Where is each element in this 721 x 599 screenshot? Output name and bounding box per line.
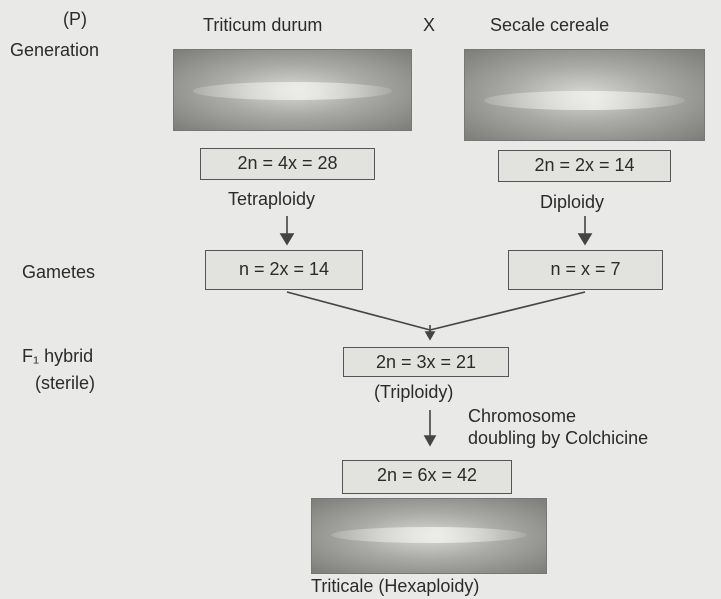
triticum-durum-photo xyxy=(173,49,412,131)
chromosome-label: Chromosome xyxy=(468,406,577,426)
hexaploid-formula-box: 2n = 6x = 42 xyxy=(342,460,512,494)
converge-line-right xyxy=(429,291,586,331)
diploidy-label: Diploidy xyxy=(540,192,605,212)
tetraploidy-label: Tetraploidy xyxy=(228,189,316,209)
triticale-label: Triticale (Hexaploidy) xyxy=(311,576,480,596)
f1-hybrid-label: F₁ hybrid xyxy=(22,346,94,366)
parent-right-formula-box: 2n = 2x = 14 xyxy=(498,150,671,182)
sterile-label: (sterile) xyxy=(35,373,96,393)
gamete-left-box: n = 2x = 14 xyxy=(205,250,363,290)
arrow-to-hybrid-head xyxy=(424,331,436,341)
triploidy-label: (Triploidy) xyxy=(374,382,454,402)
colchicine-label: doubling by Colchicine xyxy=(468,428,649,448)
parent-left-formula-box: 2n = 4x = 28 xyxy=(200,148,375,180)
gametes-label: Gametes xyxy=(22,262,96,282)
arrow-right-parent-head xyxy=(577,233,593,246)
cross-symbol: X xyxy=(423,15,436,35)
parent-left-name: Triticum durum xyxy=(203,15,323,35)
triticale-photo xyxy=(311,498,547,574)
arrow-left-parent-head xyxy=(279,233,295,246)
secale-cereale-photo xyxy=(464,49,705,141)
parent-right-name: Secale cereale xyxy=(490,15,610,35)
converge-line-left xyxy=(286,291,431,331)
gamete-right-box: n = x = 7 xyxy=(508,250,663,290)
generation-label: Generation xyxy=(10,40,100,60)
p-label: (P) xyxy=(63,9,87,29)
hybrid-formula-box: 2n = 3x = 21 xyxy=(343,347,509,377)
arrow-doubling-head xyxy=(423,435,437,447)
